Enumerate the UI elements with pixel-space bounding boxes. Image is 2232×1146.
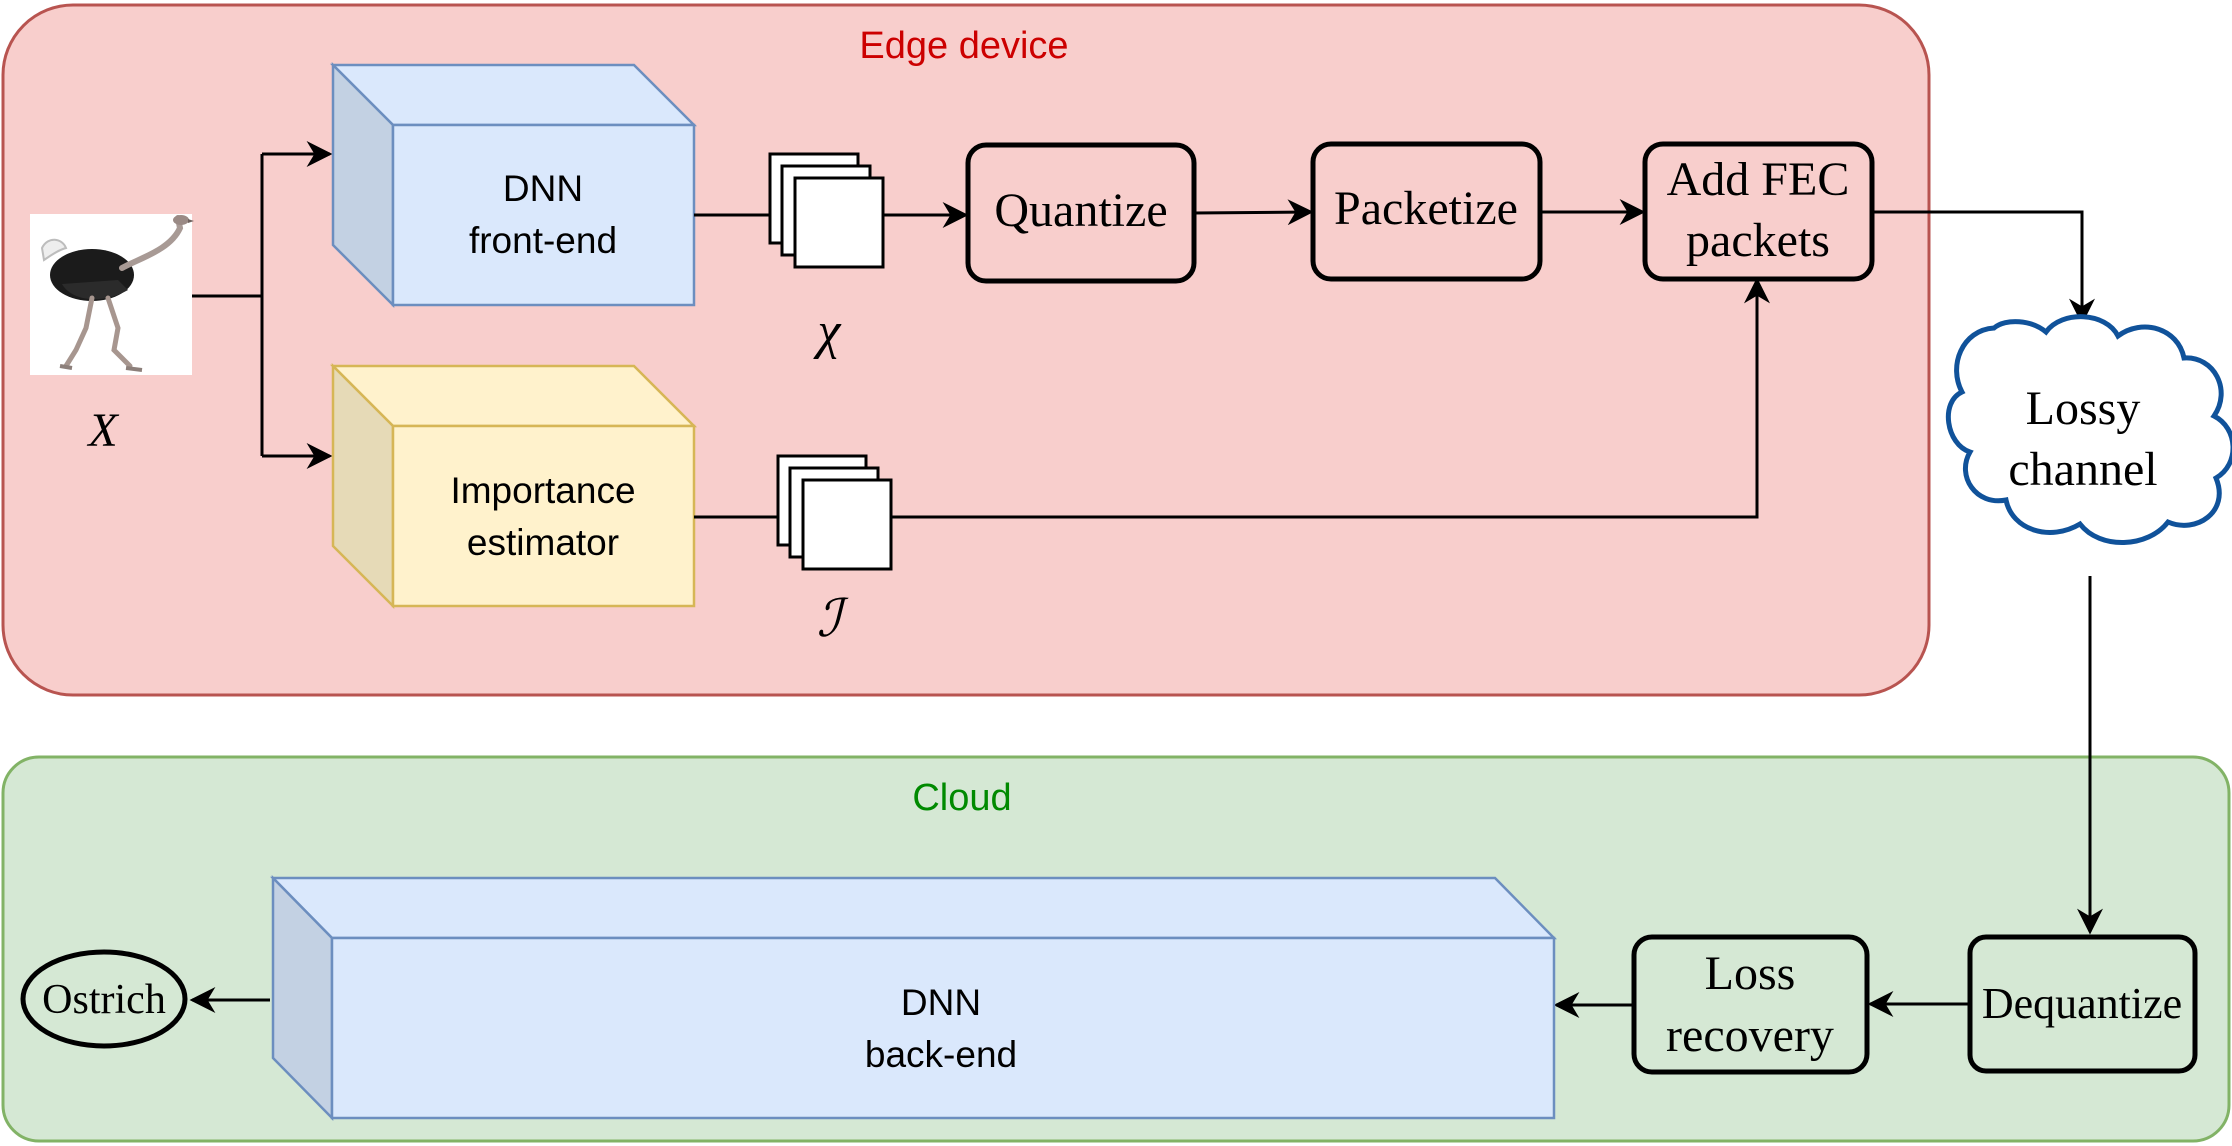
front-end-label-line2: front-end bbox=[469, 220, 617, 261]
importance-label-line1: Importance bbox=[450, 470, 635, 511]
importance-maps-stack-icon bbox=[776, 454, 893, 571]
dnn-back-end-block: DNN back-end bbox=[270, 874, 1557, 1122]
packetize-block: Packetize bbox=[1310, 141, 1543, 282]
front-end-label-line1: DNN bbox=[503, 168, 583, 209]
dnn-front-end-block: DNN front-end bbox=[329, 61, 698, 309]
channel-label-line1: Lossy bbox=[2026, 382, 2141, 435]
cloud-title: Cloud bbox=[912, 777, 1011, 819]
quantize-label: Quantize bbox=[994, 184, 1167, 237]
loss-recovery-label-line1: Loss bbox=[1705, 947, 1796, 1000]
add-fec-packets-block: Add FEC packets bbox=[1642, 141, 1875, 282]
quantize-block: Quantize bbox=[965, 142, 1197, 284]
ostrich-output-node: Ostrich bbox=[20, 949, 188, 1049]
lossy-channel-cloud: Lossy channel bbox=[1945, 314, 2232, 545]
fec-label-line2: packets bbox=[1686, 214, 1830, 267]
edge-device-title: Edge device bbox=[859, 25, 1068, 67]
back-end-label-line2: back-end bbox=[865, 1034, 1017, 1075]
output-label: Ostrich bbox=[42, 977, 166, 1023]
edge-device-container bbox=[1, 3, 1931, 697]
edge-device-region: Edge device bbox=[1, 3, 1931, 697]
packetize-label: Packetize bbox=[1334, 182, 1518, 235]
loss-recovery-label-line2: recovery bbox=[1666, 1009, 1834, 1062]
dequantize-block: Dequantize bbox=[1967, 934, 2198, 1074]
fec-label-line1: Add FEC bbox=[1667, 153, 1850, 206]
back-end-label-line1: DNN bbox=[901, 982, 981, 1023]
loss-recovery-block: Loss recovery bbox=[1631, 934, 1870, 1075]
edge-flow-connectors bbox=[694, 199, 2095, 519]
input-label: X bbox=[86, 404, 119, 457]
channel-label-line2: channel bbox=[2008, 443, 2157, 496]
importance-estimator-block: Importance estimator bbox=[329, 362, 698, 610]
input-connectors bbox=[192, 141, 333, 469]
importance-label-line2: estimator bbox=[467, 522, 619, 563]
features-label: χ bbox=[813, 303, 842, 360]
dequantize-label: Dequantize bbox=[1982, 979, 2182, 1028]
cloud-flow-connectors bbox=[189, 576, 2103, 1018]
feature-tensor-stack-icon bbox=[768, 152, 885, 269]
ostrich-input-image bbox=[30, 214, 194, 375]
